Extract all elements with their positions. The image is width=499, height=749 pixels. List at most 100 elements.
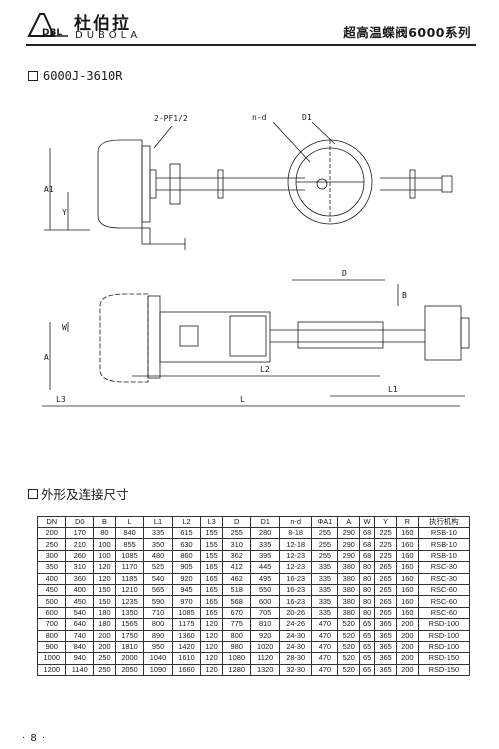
- table-cell: RSC-30: [417, 561, 471, 574]
- company-logo: DBL: [26, 10, 70, 40]
- table-cell: 265: [374, 583, 397, 597]
- table-cell: 250: [93, 663, 116, 677]
- table-cell: 890: [143, 629, 173, 642]
- table-cell: 445: [250, 561, 280, 574]
- table-cell: 1120: [250, 652, 280, 665]
- column-header: DN: [36, 516, 67, 528]
- table-cell: 8-18: [278, 526, 313, 540]
- table-cell: 225: [374, 549, 397, 563]
- table-cell: 335: [311, 561, 339, 574]
- table-cell: 1210: [114, 583, 145, 597]
- model-code: 6000J-3610R: [43, 69, 123, 83]
- table-cell: 335: [250, 538, 280, 551]
- table-cell: RSB-10: [417, 538, 471, 551]
- label-pf: 2-PF1/2: [154, 114, 188, 123]
- table-cell: 24-30: [278, 640, 313, 654]
- table-cell: 1080: [221, 652, 252, 665]
- table-cell: 1140: [65, 663, 95, 677]
- table-cell: 200: [395, 652, 419, 665]
- drawing-canvas: 2-PF1/2 n-d D1 A1 Y W A D B L2 L1 L3 L: [42, 113, 470, 407]
- table-cell: 120: [200, 629, 223, 642]
- model-label: 6000J-3610R: [28, 69, 122, 83]
- label-d: D: [342, 269, 347, 278]
- table-cell: 855: [114, 538, 145, 551]
- table-cell: 290: [337, 538, 361, 551]
- table-cell: 16-23: [278, 583, 313, 597]
- table-cell: 200: [395, 640, 419, 654]
- table-cell: 165: [200, 572, 223, 585]
- table-cell: 265: [374, 595, 397, 608]
- table-cell: 335: [311, 595, 339, 608]
- table-cell: 450: [36, 583, 67, 597]
- table-cell: RSC-30: [417, 572, 471, 585]
- table-cell: 255: [311, 526, 339, 540]
- table-cell: 520: [337, 652, 361, 665]
- table-cell: 165: [200, 583, 223, 597]
- table-cell: 12-23: [278, 549, 313, 563]
- table-cell: 80: [359, 606, 376, 620]
- logo-mark-icon: DBL: [27, 13, 68, 38]
- table-cell: 165: [200, 606, 223, 620]
- table-cell: 1235: [114, 595, 145, 608]
- label-w: W: [62, 323, 67, 332]
- table-cell: 1200: [36, 663, 67, 677]
- table-cell: 200: [395, 663, 419, 677]
- table-cell: 350: [143, 538, 173, 551]
- table-cell: 335: [143, 526, 173, 540]
- label-l: L: [240, 395, 245, 404]
- actuator-top: [97, 139, 143, 229]
- table-cell: 1175: [171, 618, 202, 631]
- table-cell: 65: [359, 663, 376, 677]
- table-cell: 250: [36, 538, 67, 551]
- table-cell: 1565: [114, 618, 145, 631]
- table-cell: 335: [311, 606, 339, 620]
- table-cell: 2000: [114, 652, 145, 665]
- table-cell: 120: [93, 561, 116, 574]
- table-cell: 1280: [221, 663, 252, 677]
- table-cell: 16-23: [278, 572, 313, 585]
- table-cell: 380: [337, 606, 361, 620]
- table-cell: 540: [143, 572, 173, 585]
- label-l1: L1: [388, 385, 398, 394]
- table-cell: 590: [143, 595, 173, 608]
- table-cell: 68: [359, 526, 376, 540]
- table-cell: 160: [395, 595, 419, 608]
- table-cell: 500: [36, 595, 67, 608]
- table-cell: 565: [143, 583, 173, 597]
- table-cell: 1000: [36, 652, 67, 665]
- table-cell: 210: [65, 538, 95, 551]
- label-y: Y: [62, 208, 67, 217]
- table-cell: 100: [93, 549, 116, 563]
- table-cell: 265: [374, 572, 397, 585]
- brand-name-en: DUBOLA: [75, 30, 142, 41]
- page-header: DBL 杜伯拉 DUBOLA 超高温蝶阀6000系列: [0, 0, 499, 48]
- table-cell: 600: [250, 595, 280, 608]
- column-header: D0: [65, 516, 95, 528]
- table-cell: 670: [221, 606, 252, 620]
- section-title: 外形及连接尺寸: [28, 484, 129, 503]
- table-cell: 155: [200, 549, 223, 563]
- label-nd: n-d: [252, 113, 267, 122]
- table-cell: 80: [93, 526, 116, 540]
- table-cell: 255: [221, 526, 252, 540]
- table-cell: 255: [311, 549, 339, 563]
- table-cell: 335: [311, 572, 339, 585]
- table-cell: 365: [374, 652, 397, 665]
- table-cell: 225: [374, 526, 397, 540]
- brand-name-cn: 杜伯拉: [74, 14, 131, 34]
- column-header: L2: [171, 516, 202, 528]
- column-header: Y: [374, 516, 397, 528]
- table-cell: 32-30: [278, 663, 313, 677]
- series-title: 超高温蝶阀6000系列: [343, 25, 471, 40]
- table-cell: 24-26: [278, 618, 313, 631]
- label-b: B: [402, 291, 407, 300]
- table-cell: 24-30: [278, 629, 313, 642]
- table-cell: 710: [143, 606, 173, 620]
- table-cell: 705: [250, 606, 280, 620]
- table-cell: 65: [359, 618, 376, 631]
